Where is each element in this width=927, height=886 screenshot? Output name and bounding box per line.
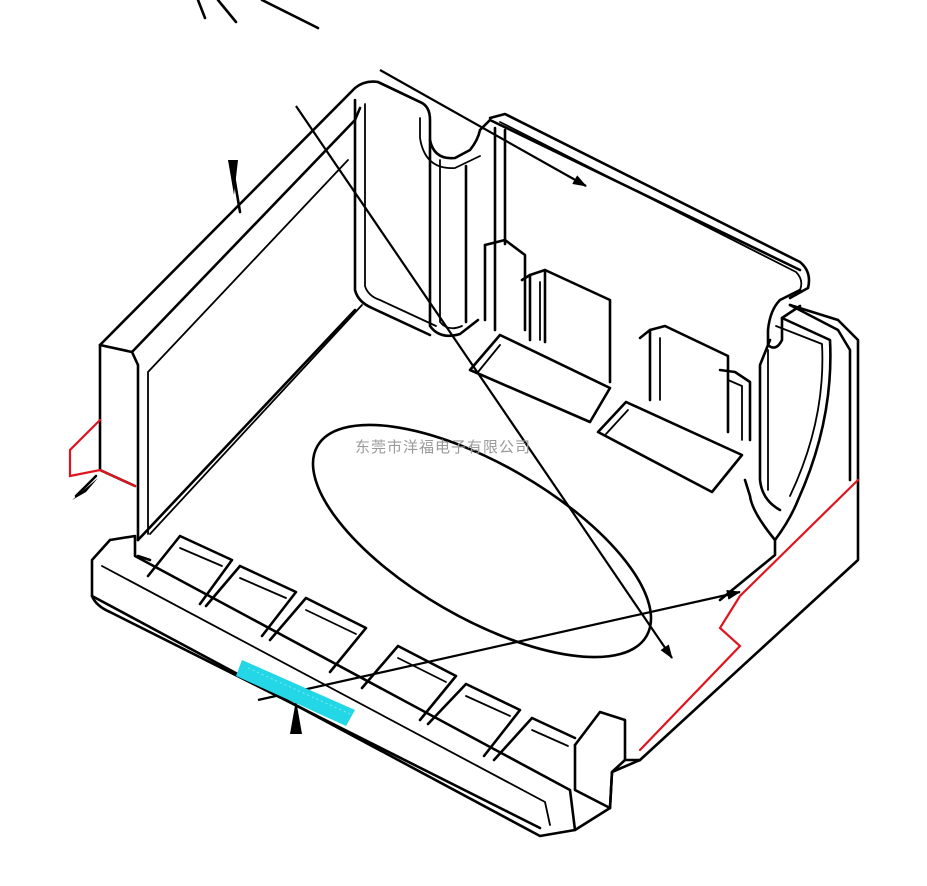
watermark-text: 东莞市洋福电子有限公司 — [355, 438, 531, 456]
top-leader-lines — [196, 0, 320, 30]
left-wall — [98, 80, 437, 542]
back-wall-left — [376, 80, 802, 338]
parting-lines — [68, 418, 860, 752]
back-wall-right — [488, 112, 852, 542]
floor-openings — [468, 333, 744, 494]
floor-inner-edge — [136, 478, 777, 602]
left-parting-line — [68, 418, 137, 488]
center-ellipse — [311, 423, 653, 659]
leader-arrows — [72, 69, 741, 734]
base-rim — [90, 303, 860, 838]
highlight-strip — [236, 660, 355, 726]
back-slots — [483, 238, 752, 442]
front-pockets — [146, 534, 577, 762]
right-parting-line — [638, 478, 860, 752]
